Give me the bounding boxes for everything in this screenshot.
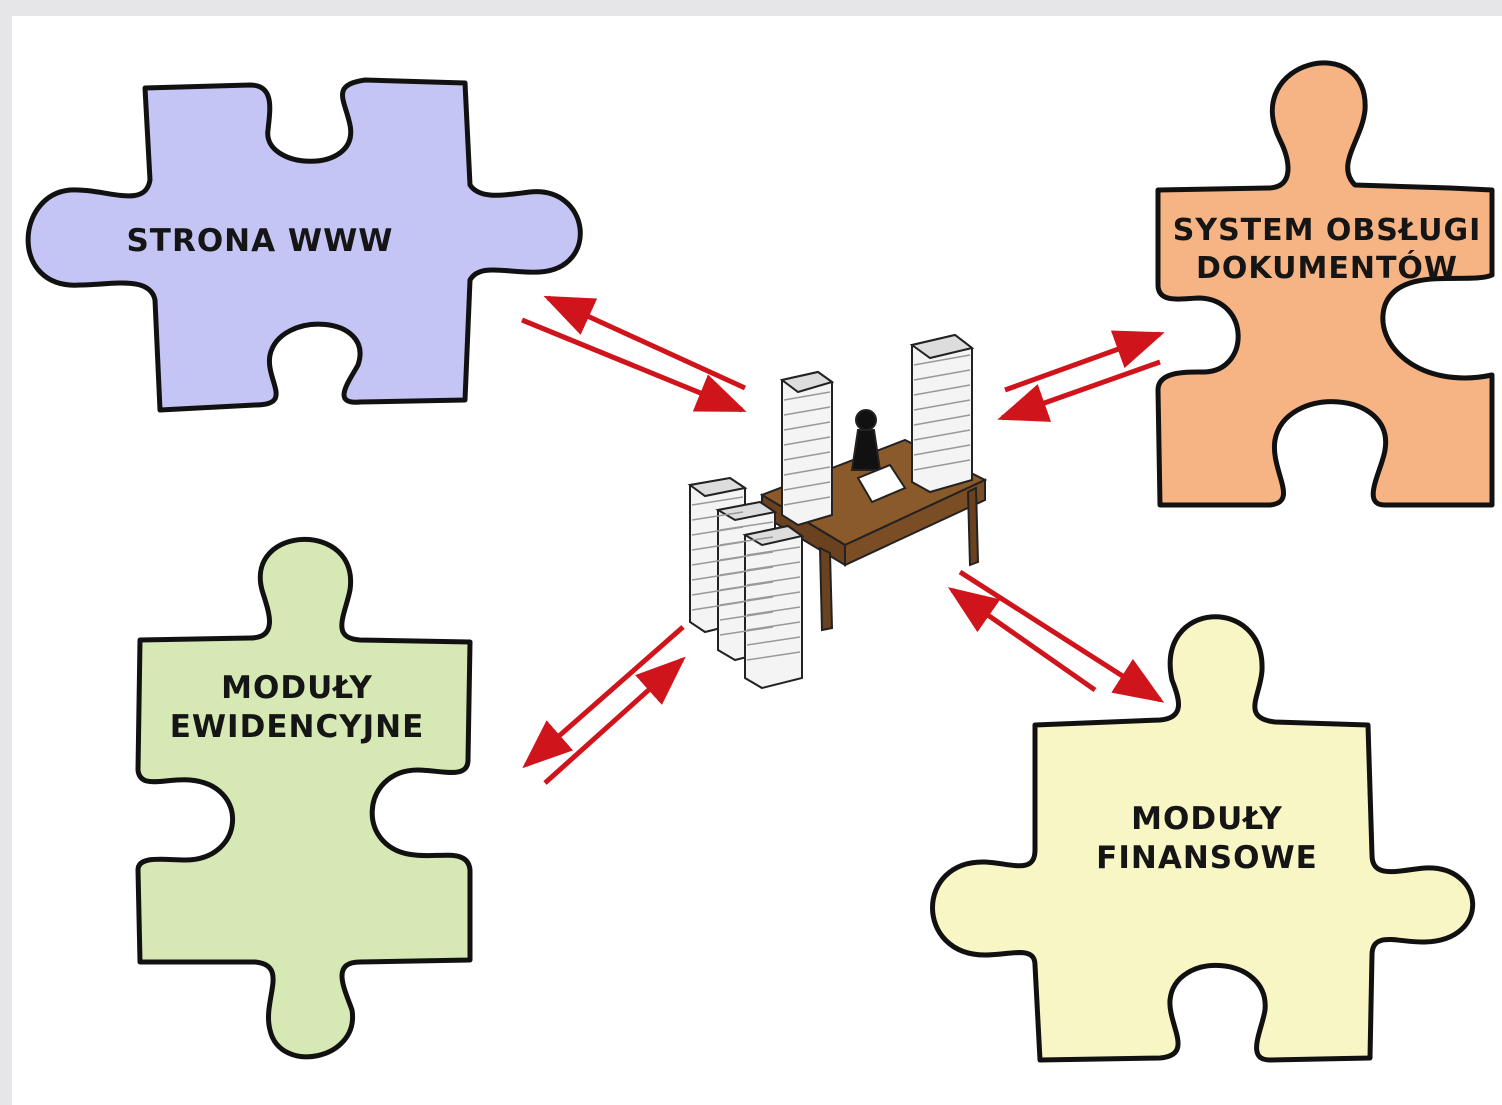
arrow-to-ewidencyjne [522,625,685,769]
puzzle-piece-system-obslugi [1155,60,1495,508]
label-moduly-finansowe-line-2: FINANSOWE [1096,839,1318,876]
label-system-obslugi-line-2: DOKUMENTÓW [1196,250,1458,286]
arrow-to-finansowe [958,569,1165,703]
label-moduly-ewidencyjne-line-1: MODUŁY [221,670,373,706]
label-moduly-finansowe-line-1: MODUŁY [1131,801,1283,837]
label-moduly-ewidencyjne: MODUŁY EWIDENCYJNE [142,669,452,747]
label-moduly-finansowe: MODUŁY FINANSOWE [1067,800,1347,878]
clerk-at-desk-with-paper-stacks-icon [687,333,988,690]
arrow-to-strona-www [543,295,747,391]
arrow-from-finansowe [947,587,1097,693]
diagram-svg [25,60,1495,1063]
puzzle-piece-moduly-ewidencyjne [135,536,473,1060]
arrow-from-system [997,359,1161,422]
label-system-obslugi-line-1: SYSTEM OBSŁUGI [1172,213,1482,248]
label-moduly-ewidencyjne-line-2: EWIDENCYJNE [169,708,425,745]
label-strona-www-line-1: STRONA WWW [126,223,394,259]
label-system-obslugi: SYSTEM OBSŁUGI DOKUMENTÓW [1152,212,1502,287]
arrow-to-system [1004,330,1165,393]
diagram-canvas: STRONA WWW SYSTEM OBSŁUGI DOKUMENTÓW MOD… [12,16,1502,1105]
arrow-from-ewidencyjne [543,656,686,785]
puzzle-piece-strona-www [25,77,583,413]
arrow-from-strona-www [521,317,747,413]
label-strona-www: STRONA WWW [120,222,400,261]
puzzle-piece-moduly-finansowe [930,614,1476,1063]
